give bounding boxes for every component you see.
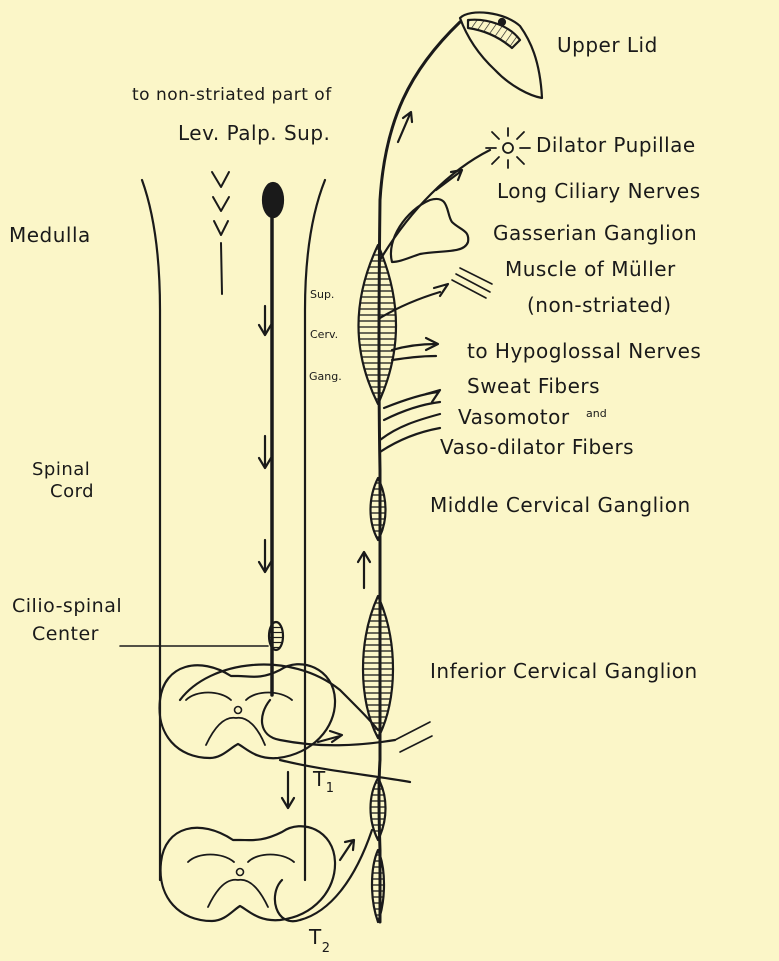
label-long-ciliary: Long Ciliary Nerves — [497, 180, 701, 202]
dilator-star — [486, 128, 530, 168]
ramus-arrow-t2 — [340, 840, 354, 860]
branch-dilator — [380, 150, 490, 260]
sweat-arrow — [426, 390, 440, 402]
label-sup: Sup. — [310, 289, 334, 301]
upper-lid-dot — [499, 19, 505, 25]
central-canal-t2 — [237, 869, 244, 876]
label-gasserian: Gasserian Ganglion — [493, 222, 697, 244]
superior-cervical-ganglion — [359, 245, 397, 404]
label-t1-sub: 1 — [326, 781, 335, 796]
label-t2-main: T — [309, 925, 322, 949]
lid-arrow — [398, 112, 412, 142]
v-mark-1 — [212, 172, 229, 187]
dilator-arrow — [436, 170, 462, 190]
label-non-striated-1: to non-striated part of — [132, 86, 332, 105]
t1-cross-lines — [395, 722, 432, 752]
down-arrow-4 — [282, 772, 294, 808]
thoracic-ganglion-2 — [372, 850, 384, 922]
label-middle-cervical: Middle Cervical Ganglion — [430, 494, 691, 516]
label-ciliospinal: Cilio-spinal — [12, 596, 122, 617]
sympathetic-chain — [379, 22, 460, 922]
v-mark-4 — [221, 243, 222, 294]
v-mark-2 — [213, 197, 229, 211]
cord-left-outline — [142, 180, 160, 880]
central-canal-t1 — [235, 707, 242, 714]
ciliospinal-center-ganglion — [269, 622, 283, 650]
branch-hypoglossal — [392, 344, 436, 360]
ramus-t2 — [275, 830, 372, 921]
ramus-t1-loop — [180, 665, 378, 730]
middle-cervical-ganglion — [371, 478, 386, 540]
ramus-t1-outer — [280, 760, 410, 782]
label-center: Center — [32, 624, 99, 645]
label-t2-sub: 2 — [322, 941, 331, 956]
label-inferior-cervical: Inferior Cervical Ganglion — [430, 660, 698, 682]
up-arrow-chain — [358, 552, 370, 588]
down-arrow-3 — [259, 540, 271, 572]
cord-section-t2 — [161, 826, 335, 921]
label-hypoglossal: to Hypoglossal Nerves — [467, 340, 701, 362]
label-spinal: Spinal — [32, 460, 90, 480]
label-t1: T1 — [313, 768, 335, 796]
down-arrow-2 — [259, 436, 271, 468]
label-vasodilator: Vaso-dilator Fibers — [440, 436, 634, 458]
muller-muscle-lines — [452, 268, 492, 298]
cord-section-t1-gray — [186, 693, 292, 746]
central-neuron-cell-body — [263, 183, 283, 217]
label-upper-lid: Upper Lid — [557, 34, 658, 56]
label-cord: Cord — [50, 482, 94, 502]
label-t2: T2 — [309, 926, 331, 956]
label-dilator-pupillae: Dilator Pupillae — [536, 134, 696, 156]
label-non-striated-paren: (non-striated) — [527, 294, 672, 316]
cord-section-t2-gray — [188, 855, 294, 908]
upper-lid-hatch — [468, 20, 520, 48]
v-mark-3 — [214, 221, 228, 235]
gasserian-ganglion — [391, 199, 468, 262]
down-arrow-1 — [259, 306, 271, 335]
label-medulla: Medulla — [9, 224, 91, 246]
label-non-striated-2: Lev. Palp. Sup. — [178, 122, 330, 144]
label-vasomotor: Vasomotor — [458, 406, 570, 428]
label-gang: Gang. — [309, 371, 342, 383]
label-and: and — [586, 408, 607, 420]
branch-vasomotor — [380, 414, 440, 452]
label-t1-main: T — [313, 767, 326, 791]
label-muscle-muller: Muscle of Müller — [505, 258, 676, 280]
label-sweat-fibers: Sweat Fibers — [467, 375, 600, 397]
label-cerv: Cerv. — [310, 329, 338, 341]
